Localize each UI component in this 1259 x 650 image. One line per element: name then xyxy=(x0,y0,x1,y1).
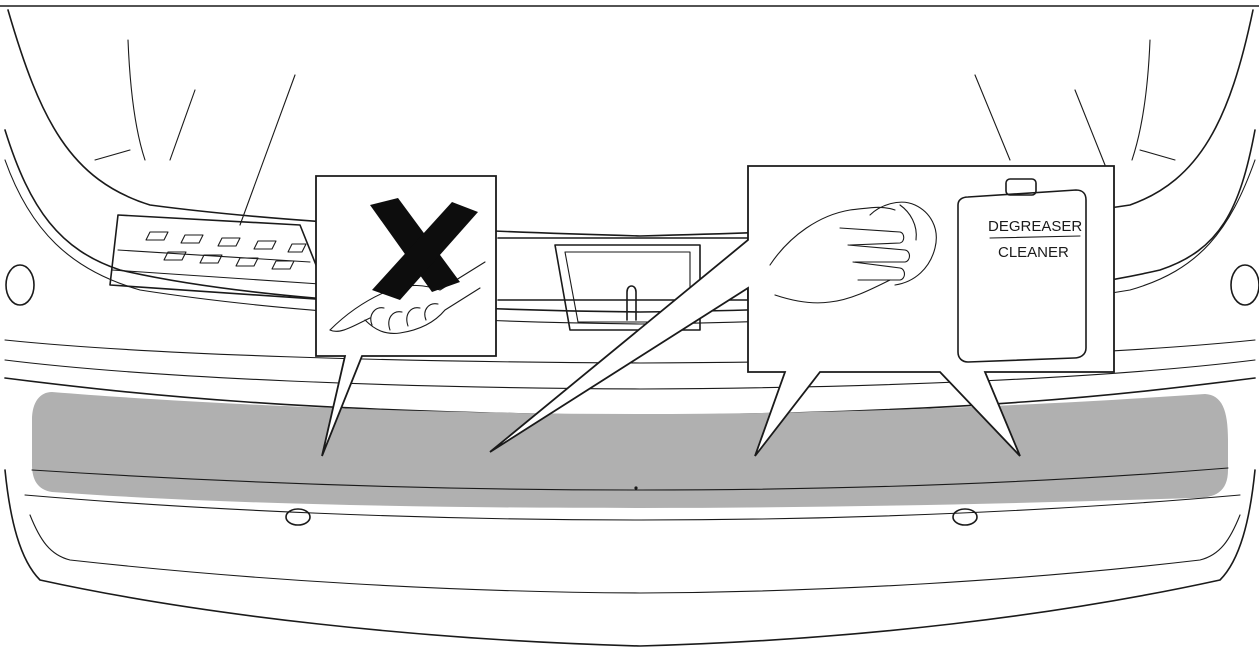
rear-bumper xyxy=(4,467,1256,647)
left-reflector xyxy=(5,264,35,306)
wiping-hand-icon xyxy=(769,201,937,304)
right-reflector xyxy=(1230,264,1259,306)
wipe-clean-callout: DEGREASER CLEANER xyxy=(489,165,1115,457)
can-label-line2: CLEANER xyxy=(998,244,1069,261)
scuff-plate-pattern xyxy=(145,231,307,270)
cross-mark-icon xyxy=(370,198,478,300)
parking-sensor-left xyxy=(285,508,311,526)
can-label-line1: DEGREASER xyxy=(988,218,1082,235)
no-touch-callout xyxy=(315,175,497,457)
cleaning-area-highlight xyxy=(32,392,1228,508)
degreaser-can-icon: DEGREASER CLEANER xyxy=(957,178,1087,363)
parking-sensor-right xyxy=(952,508,978,526)
